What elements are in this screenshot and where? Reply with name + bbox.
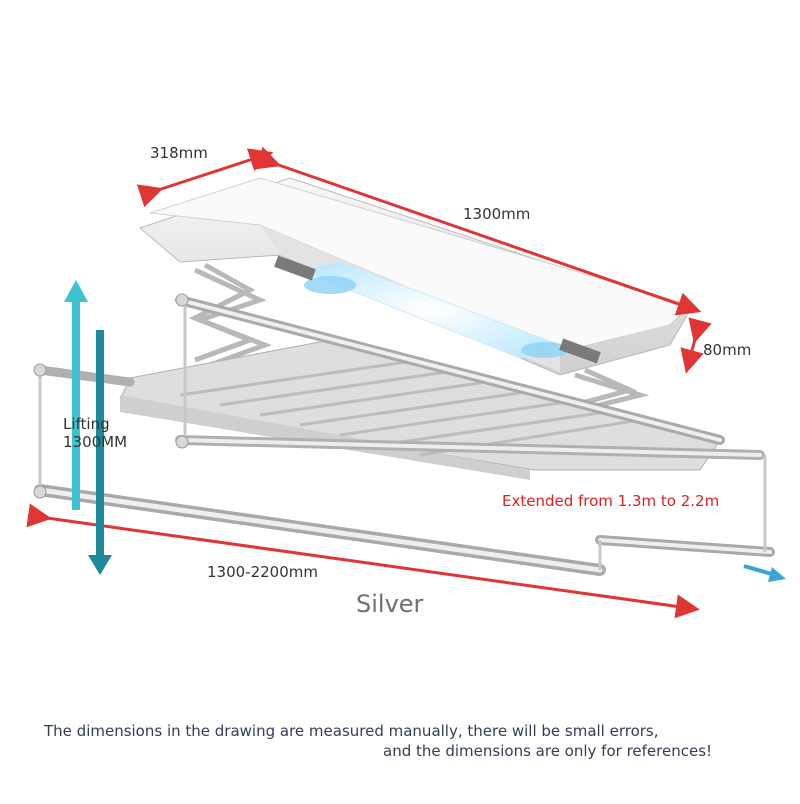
disclaimer-line-1: The dimensions in the drawing are measur… <box>44 722 659 740</box>
dimension-arrows <box>26 146 712 619</box>
depth-dimension-label: 318mm <box>150 144 208 162</box>
depth-arrow <box>136 148 274 208</box>
extend-range-label: 1300-2200mm <box>207 563 318 581</box>
length-arrow <box>254 146 702 316</box>
lifting-label: Lifting <box>63 415 110 433</box>
extend-arrow-icon <box>743 564 786 582</box>
disclaimer-line-2: and the dimensions are only for referenc… <box>383 742 713 760</box>
lifting-arrow-icon <box>64 280 112 575</box>
height-dimension-label: 80mm <box>703 341 752 359</box>
height-arrow <box>680 317 712 374</box>
lifting-height-label: 1300MM <box>63 433 128 451</box>
extended-note-label: Extended from 1.3m to 2.2m <box>500 492 722 510</box>
color-name-label: Silver <box>356 590 424 618</box>
extend-range-arrow <box>26 503 700 619</box>
length-dimension-label: 1300mm <box>463 205 531 223</box>
